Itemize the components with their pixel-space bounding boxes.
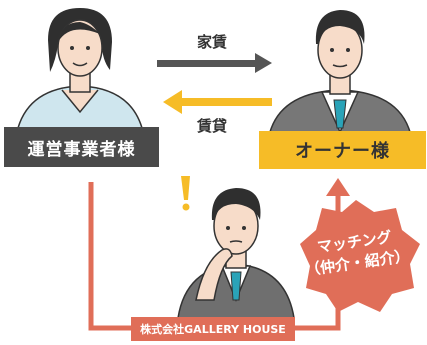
- rent-arrow-right: [157, 53, 272, 73]
- operator-label: 運営事業者様: [4, 127, 159, 167]
- gallery-house-label: 株式会社GALLERY HOUSE: [131, 317, 295, 341]
- operator-person-illustration: [16, 8, 144, 129]
- lease-label: 賃貸: [197, 117, 228, 135]
- matching-badge: [300, 200, 420, 312]
- owner-label: オーナー様: [259, 131, 426, 169]
- rent-label: 家賃: [197, 33, 228, 51]
- owner-person-illustration: [268, 10, 412, 134]
- operator-to-gallery-line: [88, 182, 131, 331]
- exclamation-icon: [181, 176, 190, 211]
- gallery-person-illustration: [177, 188, 295, 319]
- lease-arrow-left: [163, 90, 272, 114]
